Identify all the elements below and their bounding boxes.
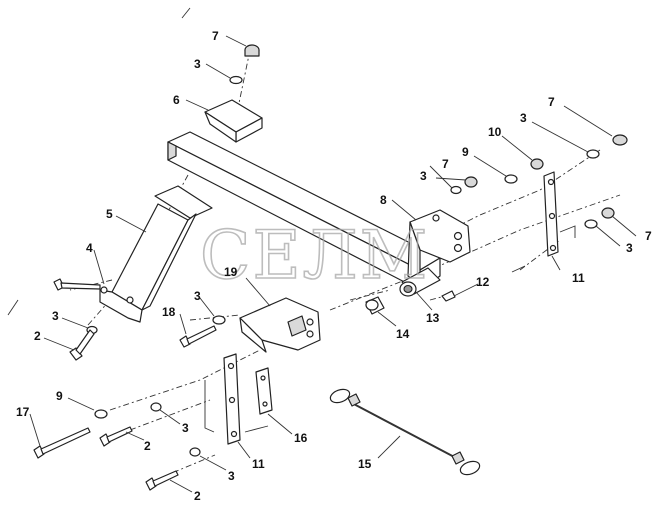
callout-3: 3 xyxy=(52,309,59,323)
wire-rope-part-15 xyxy=(329,388,481,476)
callout-16: 16 xyxy=(294,431,308,445)
callout-18: 18 xyxy=(162,305,176,319)
callout-3: 3 xyxy=(194,57,201,71)
callout-2: 2 xyxy=(34,329,41,343)
callout-11: 11 xyxy=(252,457,265,471)
callout-13: 13 xyxy=(426,311,440,325)
strap-part-11-lower xyxy=(223,353,241,445)
callout-7: 7 xyxy=(645,229,652,243)
callout-7: 7 xyxy=(548,95,555,109)
callout-3: 3 xyxy=(520,111,527,125)
callout-5: 5 xyxy=(106,207,113,221)
front-bracket-part-19 xyxy=(239,297,321,353)
saddle-plate-part-6 xyxy=(204,99,263,143)
callout-6: 6 xyxy=(173,93,180,107)
callout-3: 3 xyxy=(420,169,427,183)
callout-3: 3 xyxy=(194,289,201,303)
strap-part-11-right xyxy=(543,171,559,257)
callout-numbers: 7 3 6 7 3 10 9 7 3 7 3 8 5 4 3 2 11 12 1… xyxy=(16,29,652,503)
callout-14: 14 xyxy=(396,327,410,341)
bolts xyxy=(33,278,217,491)
callout-7: 7 xyxy=(442,157,449,171)
tube-part-13 xyxy=(399,267,441,297)
rear-bracket-part-8 xyxy=(407,209,471,286)
callout-3: 3 xyxy=(228,469,235,483)
pin-part-12 xyxy=(441,290,456,302)
callout-2: 2 xyxy=(144,439,151,453)
callout-9: 9 xyxy=(56,389,63,403)
callout-7: 7 xyxy=(212,29,219,43)
callout-9: 9 xyxy=(462,145,469,159)
watermark-text: СЕЛМ xyxy=(200,217,429,294)
callout-12: 12 xyxy=(476,275,490,289)
callout-3: 3 xyxy=(626,241,633,255)
callout-17: 17 xyxy=(16,405,30,419)
callout-19: 19 xyxy=(224,265,238,279)
callout-11: 11 xyxy=(572,271,585,285)
bushing-part-14 xyxy=(365,296,385,315)
callout-8: 8 xyxy=(380,193,387,207)
plate-part-16 xyxy=(255,367,273,415)
strut-part-5 xyxy=(99,185,213,323)
callout-4: 4 xyxy=(86,241,93,255)
callout-2: 2 xyxy=(194,489,201,503)
fasteners xyxy=(86,44,628,457)
callout-10: 10 xyxy=(488,125,502,139)
leader-lines xyxy=(29,35,637,493)
corner-marks xyxy=(7,7,576,433)
callout-3: 3 xyxy=(182,421,189,435)
callout-15: 15 xyxy=(358,457,372,471)
